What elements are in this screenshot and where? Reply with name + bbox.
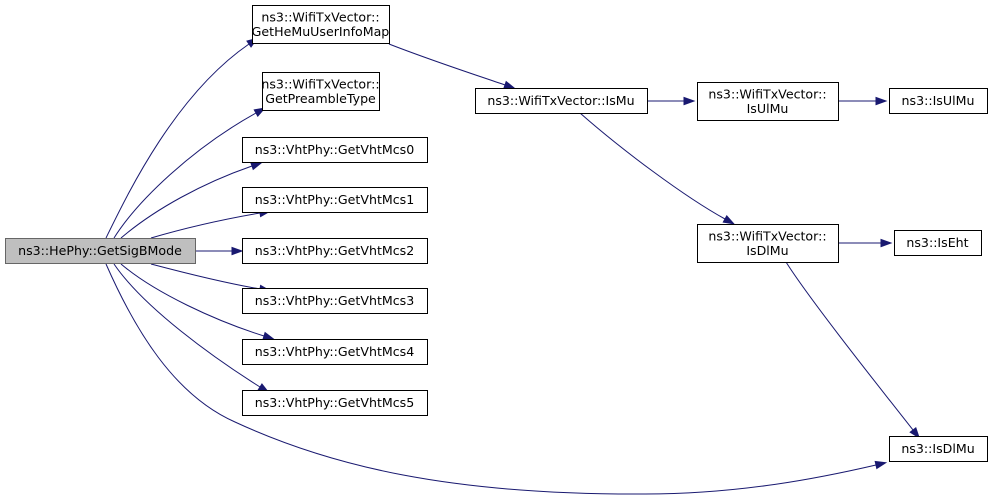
edge-line xyxy=(113,263,261,388)
node-isUlMuTx[interactable]: ns3::WifiTxVector::IsUlMu xyxy=(697,82,839,121)
node-vht5[interactable]: ns3::VhtPhy::GetVhtMcs5 xyxy=(242,390,428,416)
edge-line xyxy=(113,112,257,239)
arrowhead-icon xyxy=(503,80,516,89)
edge-root-to-vht5 xyxy=(113,263,270,394)
node-label: ns3::VhtPhy::GetVhtMcs4 xyxy=(255,344,415,359)
node-isEht[interactable]: ns3::IsEht xyxy=(894,230,982,256)
node-label: GetHeMuUserInfoMap xyxy=(252,24,390,39)
node-label: GetPreambleType xyxy=(265,91,376,106)
edge-root-to-isDlMu xyxy=(105,263,888,495)
node-box xyxy=(894,230,982,256)
node-box xyxy=(262,72,380,111)
node-box xyxy=(242,187,428,213)
edge-root-to-preamble xyxy=(113,107,267,239)
node-label: ns3::WifiTxVector:: xyxy=(708,228,826,243)
node-heMuMap[interactable]: ns3::WifiTxVector::GetHeMuUserInfoMap xyxy=(252,5,390,44)
edge-isDlMuTx-to-isEht xyxy=(838,238,893,248)
edge-isMu-to-isUlMuTx xyxy=(647,96,696,106)
edge-line xyxy=(150,212,261,239)
node-isUlMu[interactable]: ns3::IsUlMu xyxy=(889,88,988,114)
node-box xyxy=(252,5,390,44)
node-box xyxy=(475,88,648,114)
node-isDlMu[interactable]: ns3::IsDlMu xyxy=(889,436,988,462)
edge-line xyxy=(120,263,265,337)
node-label: ns3::IsEht xyxy=(906,235,968,250)
node-vht0[interactable]: ns3::VhtPhy::GetVhtMcs0 xyxy=(242,137,428,163)
node-box xyxy=(697,82,839,121)
edge-isUlMuTx-to-isUlMu xyxy=(838,96,888,106)
edge-isDlMuTx-to-isDlMu xyxy=(785,261,921,440)
node-label: ns3::WifiTxVector::IsMu xyxy=(487,93,634,108)
node-box xyxy=(242,288,428,314)
node-label: ns3::IsDlMu xyxy=(901,441,974,456)
node-preamble[interactable]: ns3::WifiTxVector::GetPreambleType xyxy=(261,72,380,111)
arrowhead-icon xyxy=(722,214,736,225)
node-label: ns3::VhtPhy::GetVhtMcs3 xyxy=(255,293,415,308)
edge-root-to-vht2 xyxy=(195,246,244,256)
arrowhead-icon xyxy=(874,460,888,470)
node-box xyxy=(697,224,839,263)
edge-line xyxy=(105,43,250,239)
node-label: ns3::IsUlMu xyxy=(902,93,975,108)
node-box xyxy=(242,390,428,416)
node-vht2[interactable]: ns3::VhtPhy::GetVhtMcs2 xyxy=(242,238,428,264)
arrowhead-icon xyxy=(880,238,893,248)
edge-line xyxy=(388,43,506,86)
node-box xyxy=(242,238,428,264)
node-box xyxy=(889,436,988,462)
edge-line xyxy=(120,165,253,239)
node-label: ns3::VhtPhy::GetVhtMcs1 xyxy=(255,192,415,207)
arrowhead-icon xyxy=(231,246,244,256)
node-vht4[interactable]: ns3::VhtPhy::GetVhtMcs4 xyxy=(242,339,428,365)
edge-root-to-vht1 xyxy=(150,208,272,239)
edge-line xyxy=(105,263,877,495)
nodes-layer: ns3::HePhy::GetSigBMode ns3::WifiTxVector… xyxy=(5,5,988,462)
arrowhead-icon xyxy=(875,96,888,106)
node-label: IsDlMu xyxy=(746,243,788,258)
node-label: ns3::WifiTxVector:: xyxy=(261,9,379,24)
node-label: ns3::VhtPhy::GetVhtMcs5 xyxy=(255,395,415,410)
node-label: ns3::VhtPhy::GetVhtMcs0 xyxy=(255,142,415,157)
node-label: IsUlMu xyxy=(747,101,789,116)
node-box xyxy=(242,137,428,163)
node-isDlMuTx[interactable]: ns3::WifiTxVector::IsDlMu xyxy=(697,224,839,263)
node-label: ns3::VhtPhy::GetVhtMcs2 xyxy=(255,243,415,258)
node-label: ns3::WifiTxVector:: xyxy=(261,76,379,91)
node-isMu[interactable]: ns3::WifiTxVector::IsMu xyxy=(475,88,648,114)
node-box xyxy=(242,339,428,365)
arrowhead-icon xyxy=(909,426,921,440)
edge-line xyxy=(785,261,914,431)
edge-line xyxy=(579,112,726,220)
arrowhead-icon xyxy=(250,162,263,171)
node-root: ns3::HePhy::GetSigBMode xyxy=(5,238,196,264)
arrowhead-icon xyxy=(262,331,275,340)
node-vht1[interactable]: ns3::VhtPhy::GetVhtMcs1 xyxy=(242,187,428,213)
node-vht3[interactable]: ns3::VhtPhy::GetVhtMcs3 xyxy=(242,288,428,314)
edge-root-to-heMuMap xyxy=(105,37,259,239)
arrowhead-icon xyxy=(683,96,696,106)
node-box xyxy=(5,238,196,264)
node-label: ns3::WifiTxVector:: xyxy=(708,86,826,101)
node-label: ns3::HePhy::GetSigBMode xyxy=(18,243,182,258)
edge-heMuMap-to-isMu xyxy=(388,43,516,89)
edge-isMu-to-isDlMuTx xyxy=(579,112,736,225)
edge-line xyxy=(150,263,261,290)
node-box xyxy=(889,88,988,114)
